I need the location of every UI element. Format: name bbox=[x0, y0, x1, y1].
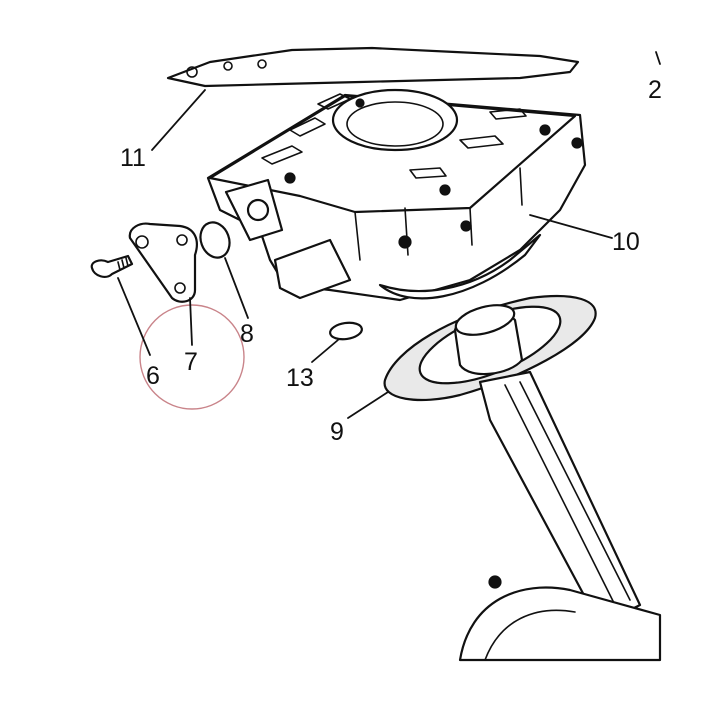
screw-part-6 bbox=[90, 254, 134, 278]
base-gasket-and-piston-part-9 bbox=[383, 294, 662, 662]
leader-lines bbox=[117, 89, 613, 419]
callout-7: 7 bbox=[184, 348, 198, 376]
callout-8: 8 bbox=[240, 320, 254, 348]
callout-13: 13 bbox=[286, 364, 314, 392]
cylinder-block-part-10 bbox=[206, 88, 587, 302]
o-ring-part-8 bbox=[199, 221, 231, 259]
highlight-circle bbox=[139, 304, 245, 410]
callout-2: 2 bbox=[648, 76, 662, 104]
flange-plate-part-7 bbox=[128, 222, 198, 303]
small-o-ring-part-13 bbox=[329, 321, 363, 341]
callout-9: 9 bbox=[330, 418, 344, 446]
top-gasket-part-11 bbox=[166, 46, 580, 88]
callout-10: 10 bbox=[612, 228, 640, 256]
callout-11: 11 bbox=[120, 144, 146, 172]
edge-mark bbox=[655, 51, 661, 65]
callout-6: 6 bbox=[146, 362, 160, 390]
